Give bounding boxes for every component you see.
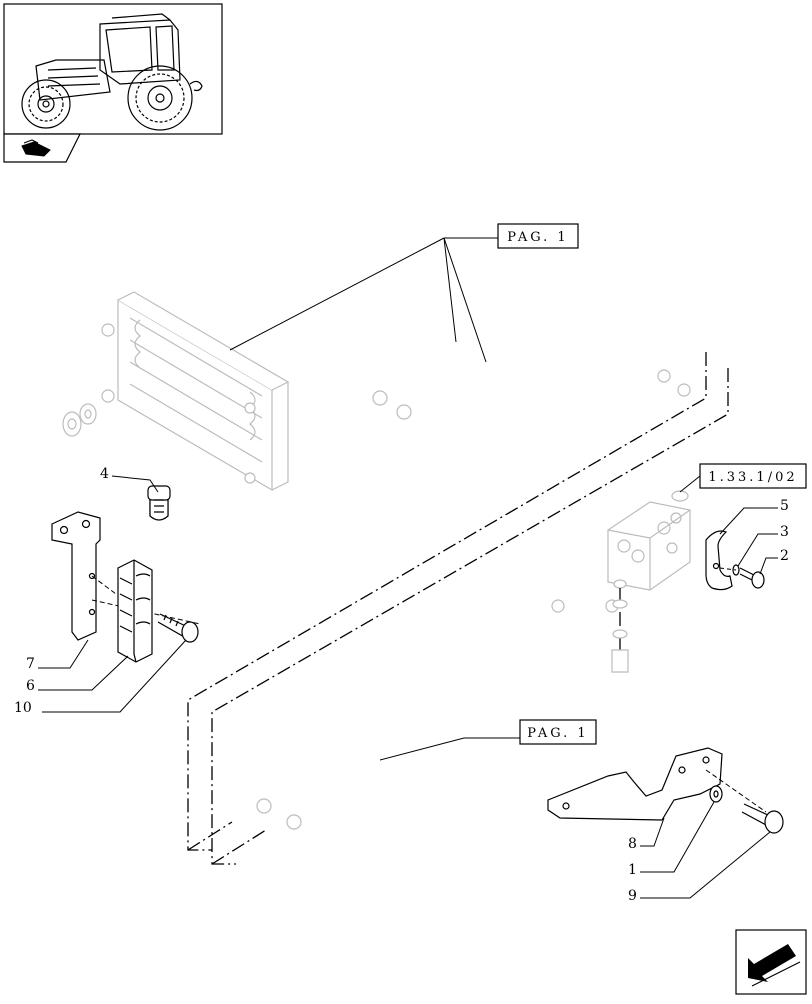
upper-page-reference[interactable]: PAG. 1 (229, 223, 579, 363)
callout-10-label: 10 (14, 700, 32, 716)
part-5-clip[interactable] (705, 530, 733, 591)
callout-2-label: 2 (780, 548, 789, 564)
part-10-bolt[interactable] (157, 613, 199, 643)
callout-6[interactable]: 6 (26, 655, 129, 694)
part-7-bracket[interactable] (51, 511, 101, 641)
callout-4[interactable]: 4 (100, 466, 159, 493)
washers-faded (62, 403, 97, 437)
callout-8-label: 8 (628, 836, 637, 852)
valve-ref-label: 1.33.1/02 (708, 470, 797, 485)
callout-7[interactable]: 7 (26, 639, 89, 672)
lower-page-reference[interactable]: PAG. 1 (379, 719, 597, 761)
callout-3-label: 3 (780, 524, 789, 540)
lower-pipes-faded (256, 559, 621, 830)
part-1-washer[interactable] (709, 785, 723, 803)
section-flag-icon (21, 139, 51, 157)
callout-9-label: 9 (628, 888, 637, 904)
section-flag[interactable] (3, 133, 81, 163)
upper-page-label: PAG. 1 (507, 230, 568, 245)
part-9-bolt[interactable] (741, 803, 784, 834)
callout-9[interactable]: 9 (628, 831, 771, 904)
next-page-arrow-icon (748, 944, 801, 987)
callout-4-label: 4 (100, 466, 109, 482)
callout-7-label: 7 (26, 656, 35, 672)
valve-block-faded (607, 490, 691, 591)
callout-1-label: 1 (628, 862, 637, 878)
lower-page-label: PAG. 1 (527, 726, 588, 741)
callout-1[interactable]: 1 (628, 801, 715, 878)
pipe-run-outline (187, 352, 729, 865)
upper-pipes-faded (307, 357, 691, 482)
callout-3[interactable]: 3 (737, 524, 789, 567)
part-4-bolt[interactable] (147, 485, 171, 521)
callout-5-label: 5 (780, 498, 789, 514)
callout-6-label: 6 (26, 678, 35, 694)
part-8-bracket-plate[interactable] (547, 747, 723, 821)
part-6-clamp-block[interactable] (117, 559, 153, 663)
next-page-button[interactable] (735, 929, 807, 995)
valve-reference[interactable]: 1.33.1/02 (679, 463, 807, 493)
valve-fittings-faded (611, 588, 629, 673)
callout-2[interactable]: 2 (759, 548, 789, 575)
callout-5[interactable]: 5 (719, 498, 789, 535)
callout-8[interactable]: 8 (628, 817, 665, 852)
radiator-cooler-faded (101, 291, 290, 492)
part-2-bolt[interactable] (739, 567, 765, 589)
callout-10[interactable]: 10 (14, 639, 187, 716)
tractor-thumbnail[interactable] (3, 3, 223, 135)
